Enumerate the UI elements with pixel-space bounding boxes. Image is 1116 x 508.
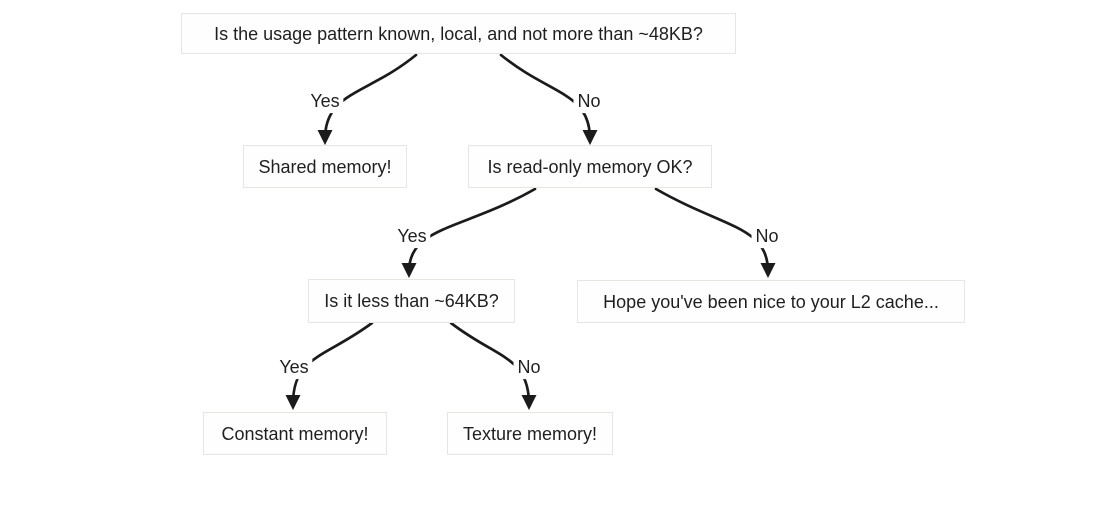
flowchart-node-l2cache: Hope you've been nice to your L2 cache..… (577, 280, 965, 323)
edge-label-no-readonly: No (751, 226, 783, 248)
edge-group (285, 53, 776, 411)
flowchart-node-constant: Constant memory! (203, 412, 387, 455)
flowchart-node-texture: Texture memory! (447, 412, 613, 455)
edge-connector-readonly-less64 (401, 187, 537, 279)
edge-connector-less64-constant (285, 321, 374, 411)
edge-connector-readonly-l2cache (654, 187, 776, 279)
edge-connector-less64-texture (449, 321, 537, 411)
edge-label-no-root: No (573, 91, 605, 113)
flowchart-node-shared: Shared memory! (243, 145, 407, 188)
flowchart-node-less64: Is it less than ~64KB? (308, 279, 515, 323)
flowchart-node-readonly: Is read-only memory OK? (468, 145, 712, 188)
edge-label-no-less64: No (513, 357, 545, 379)
edge-label-yes-root: Yes (306, 91, 344, 113)
edge-label-yes-less64: Yes (275, 357, 313, 379)
edge-connector-root-shared (317, 53, 418, 146)
edge-connector-root-readonly (499, 53, 598, 146)
flowchart-node-root: Is the usage pattern known, local, and n… (181, 13, 736, 54)
edge-label-yes-readonly: Yes (393, 226, 431, 248)
